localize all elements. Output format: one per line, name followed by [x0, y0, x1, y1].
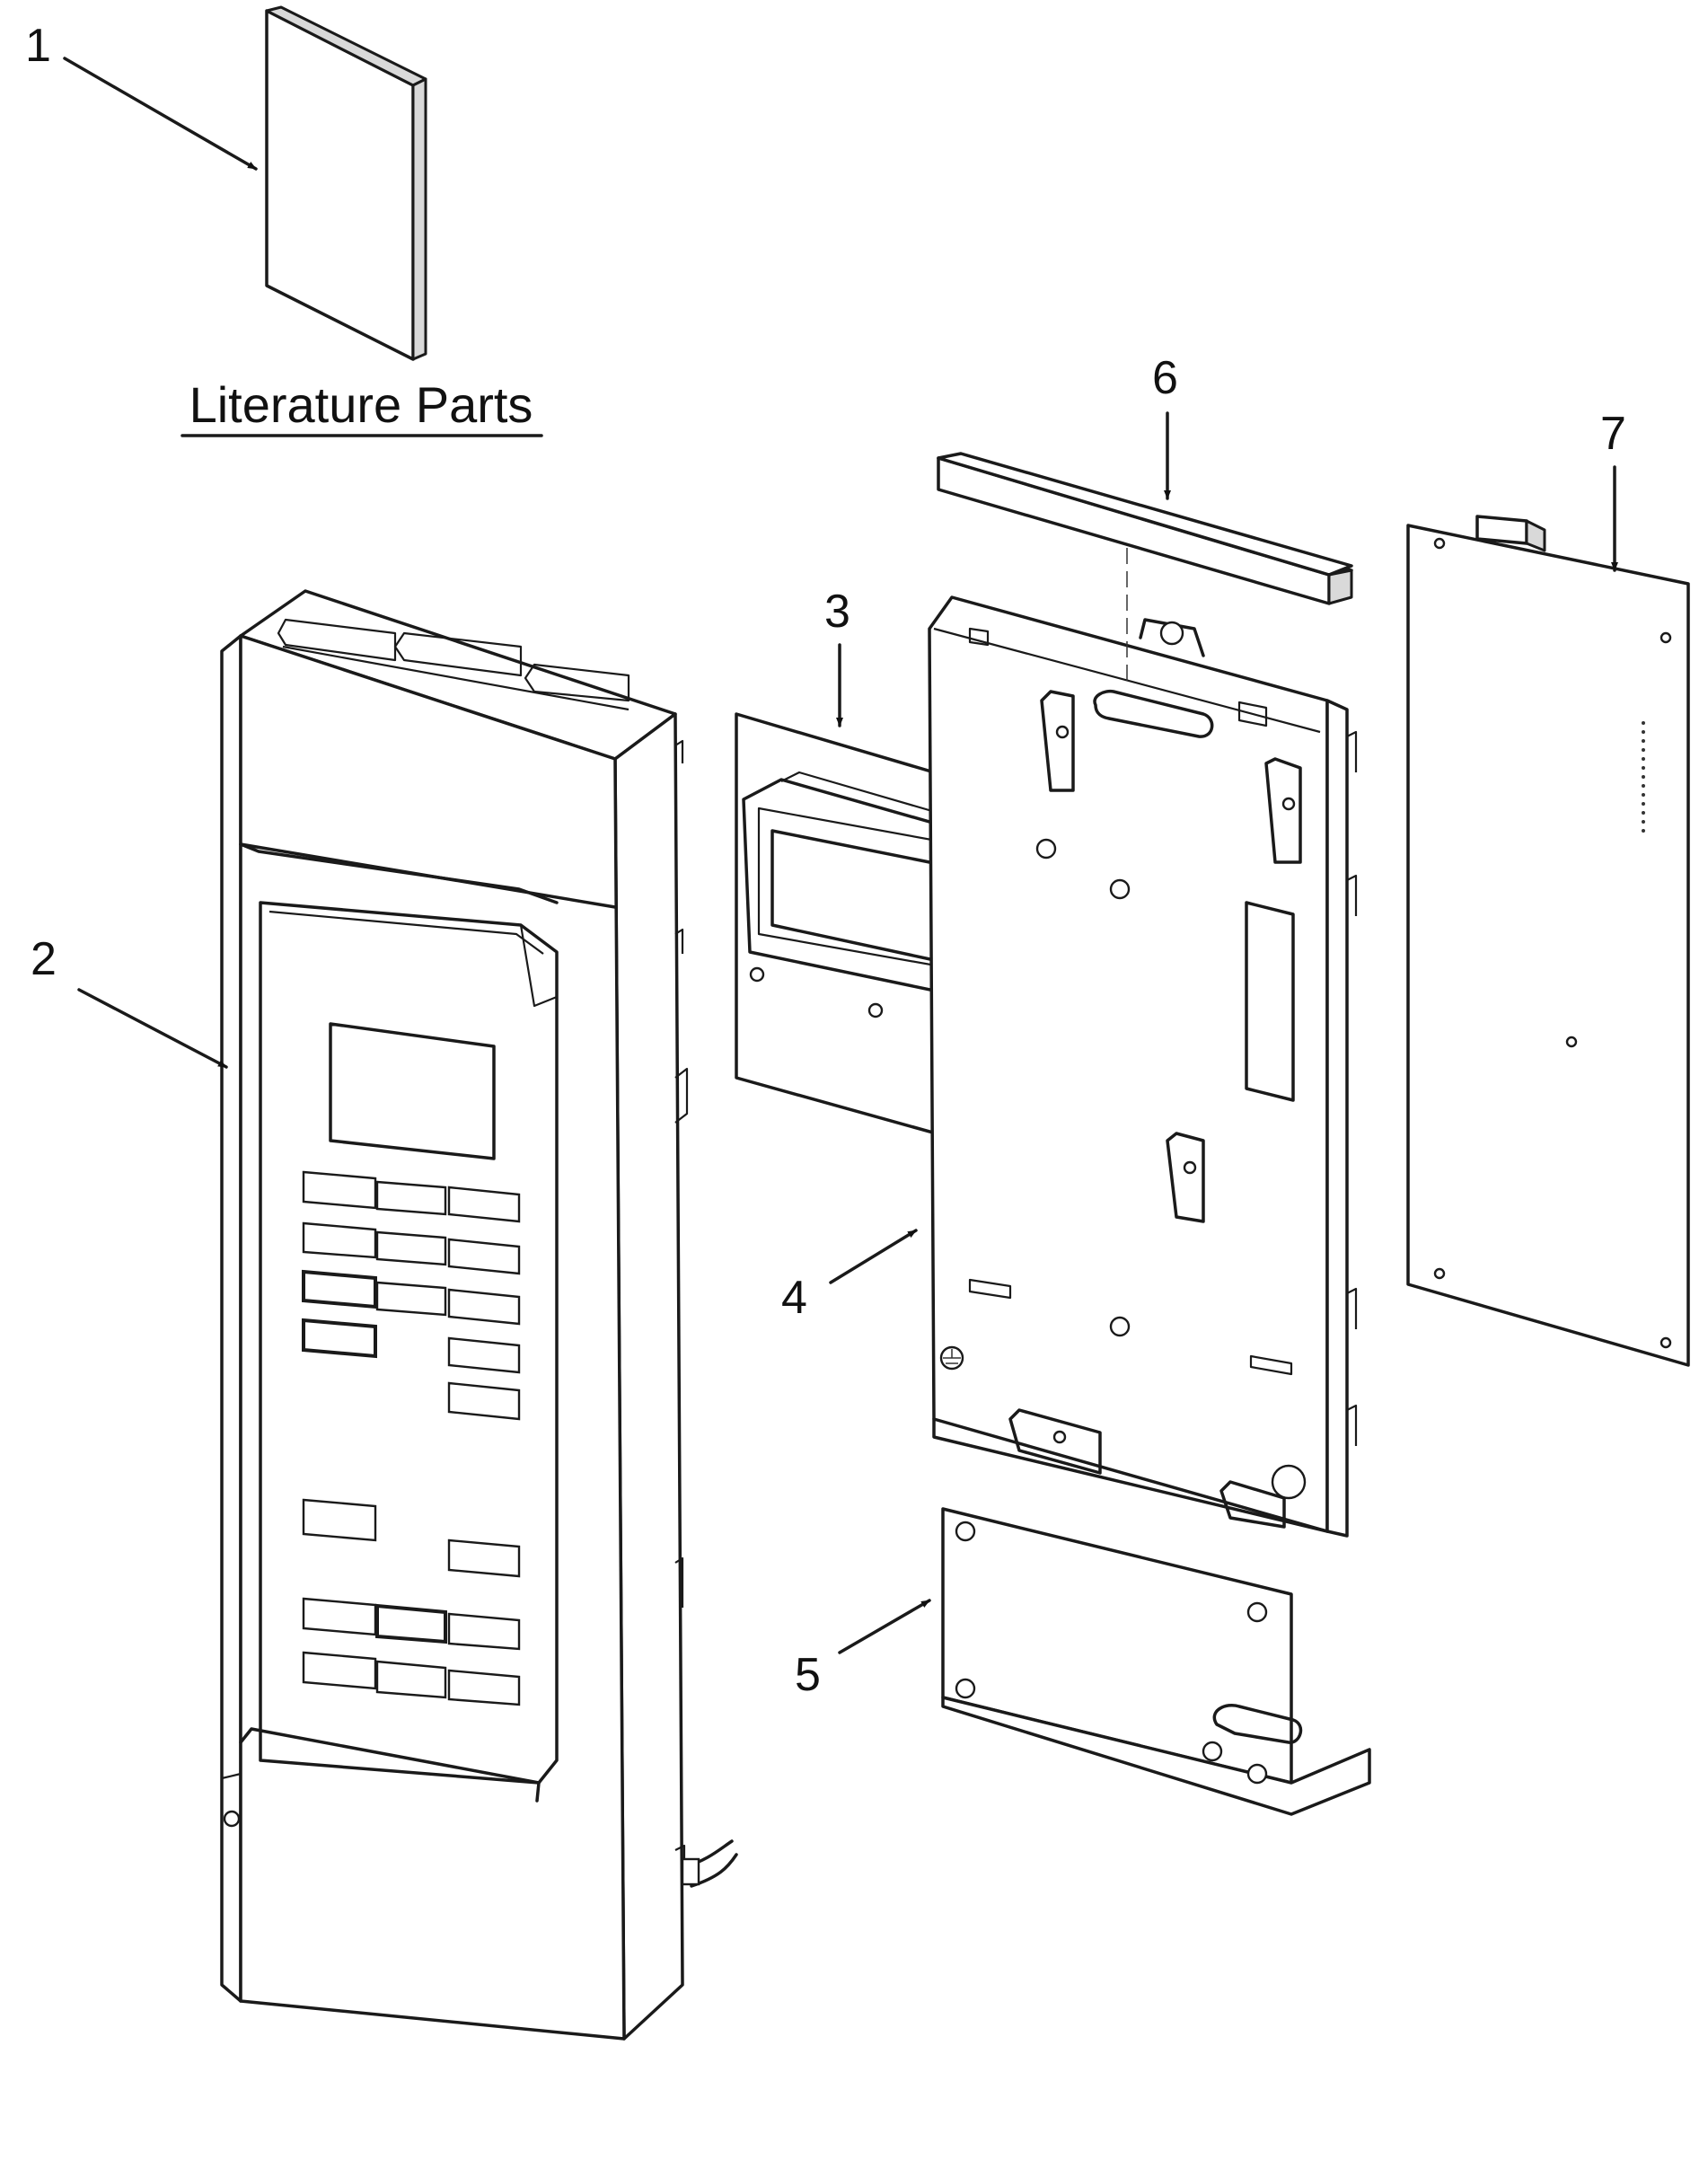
circuit-board-part	[1406, 515, 1690, 1367]
literature-parts-title: Literature Parts	[189, 376, 533, 433]
connector-pins	[1642, 721, 1645, 833]
callout-label-7: 7	[1600, 408, 1626, 460]
callout-5: 5	[795, 1599, 931, 1701]
callout-label-3: 3	[824, 586, 850, 638]
lower-keypad	[302, 1498, 521, 1706]
callout-label-5: 5	[795, 1649, 821, 1701]
callout-label-2: 2	[31, 933, 57, 985]
foam-strip-part	[937, 452, 1353, 605]
callout-2: 2	[31, 933, 228, 1069]
upper-keypad	[302, 1170, 521, 1421]
control-panel-housing-part	[220, 589, 738, 2041]
callout-3: 3	[824, 586, 850, 727]
callout-label-1: 1	[25, 20, 51, 72]
mounting-bracket-part	[941, 1507, 1371, 1816]
callout-label-4: 4	[781, 1272, 807, 1324]
callout-label-6: 6	[1152, 352, 1178, 404]
callout-7: 7	[1600, 408, 1626, 572]
callout-1: 1	[25, 20, 258, 171]
callout-4: 4	[781, 1229, 918, 1324]
callout-6: 6	[1152, 352, 1178, 500]
literature-booklet-part	[265, 5, 427, 361]
control-panel-bracket-part	[928, 595, 1358, 1538]
